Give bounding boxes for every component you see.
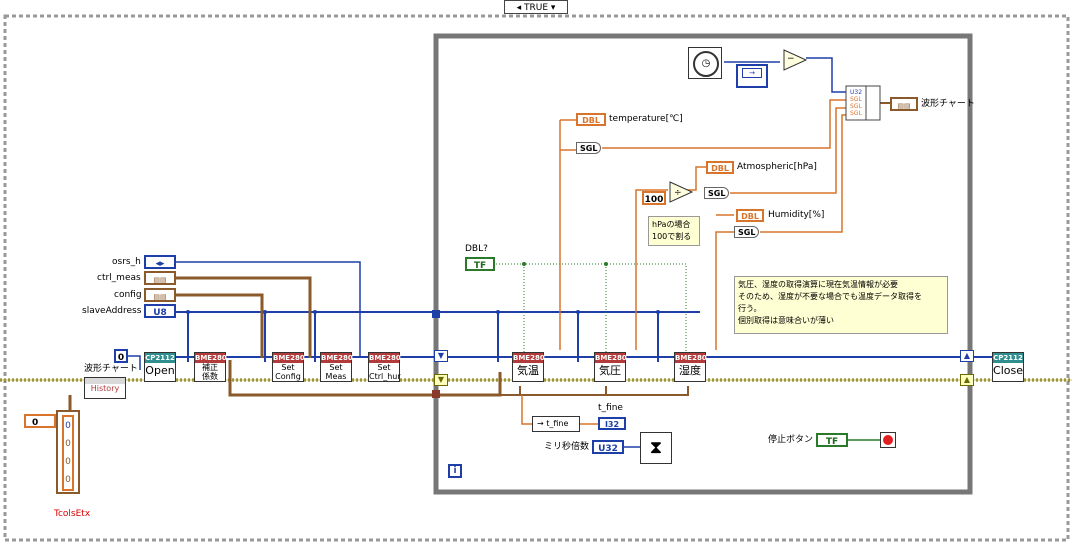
node-label: 気温 [517,364,539,377]
history-property-node[interactable]: History [84,377,126,399]
clock-icon: ◷ [693,51,719,77]
to-sgl-conversion: SGL [704,187,730,199]
dbl-q-control[interactable]: TF [465,257,495,271]
shift-register-feedback-node[interactable]: → [736,64,768,88]
case-structure-frame [3,14,1070,542]
shift-register-left-icon[interactable]: ▼ [434,374,448,386]
stop-condition-terminal[interactable] [880,432,896,448]
pressure-node[interactable]: BME280 気圧 [594,352,627,382]
bundle-element: SGL [850,96,862,103]
t-fine-label: t_fine [598,403,623,413]
t-fine-element: t_fine [546,419,569,428]
node-header: BME280 [195,353,227,363]
divide-icon: ÷ [674,188,682,198]
shift-register-right-icon[interactable]: ▲ [960,374,974,386]
node-header: CP2112 [145,353,175,363]
set-ctrl-hum-node[interactable]: BME280 Set Ctrl_hur [368,352,401,382]
temperature-node[interactable]: BME280 気温 [512,352,545,382]
divide-note: hPaの場合 100で割る [648,216,700,246]
set-config-node[interactable]: BME280 Set Config [272,352,305,382]
atmospheric-label: Atmospheric[hPa] [737,162,817,172]
metronome-icon[interactable]: ⧗ [640,432,672,464]
osrs-h-label: osrs_h [112,257,141,267]
t-fine-unbundle[interactable]: → t_fine [532,416,580,432]
while-loop-frame [433,33,973,495]
humidity-node[interactable]: BME280 湿度 [674,352,707,382]
node-label: Close [993,364,1023,377]
node-header: BME280 [675,353,707,363]
stop-icon [883,435,893,445]
node-label: 気圧 [599,364,621,377]
property-node-header [85,378,125,384]
osrs-h-control[interactable]: ◂▸ [144,255,176,269]
dbl-q-label: DBL? [465,244,488,254]
atmospheric-indicator: DBL [706,161,734,174]
node-header: BME280 [513,353,545,363]
node-label: 補正 係数 [202,363,218,381]
wait-control[interactable]: U32 [592,440,624,454]
subtract-icon: − [787,54,795,64]
ctrl-meas-label: ctrl_meas [97,273,141,283]
config-label: config [114,290,142,300]
array-element: 0 [65,421,71,431]
node-label: Open [145,364,175,377]
set-meas-node[interactable]: BME280 Set Meas [320,352,353,382]
history-property: History [90,384,120,393]
shift-register-left-icon[interactable]: ▼ [434,350,448,362]
node-label: 湿度 [679,364,701,377]
hundred-constant[interactable]: 100 [642,191,666,205]
to-sgl-conversion: SGL [576,142,602,154]
open-node[interactable]: CP2112 Open [144,352,176,382]
array-element: 0 [65,439,71,449]
ctrl-meas-control[interactable]: ▤▤ [144,271,176,285]
array-constant[interactable]: 0 0 0 0 [56,410,80,494]
waveform-chart-label: 波形チャート [921,99,975,109]
case-selector[interactable]: ◂ TRUE ▾ [504,0,568,14]
wait-label: ミリ秒倍数 [544,442,590,452]
tcls-label: TcolsEtx [54,509,91,519]
waveform-chart-indicator: ▤▤ [890,97,918,111]
temperature-indicator: DBL [576,113,606,126]
stop-button-control[interactable]: TF [816,433,848,447]
slave-address-label: slaveAddress [82,306,142,316]
zero-constant[interactable]: 0 [114,349,128,363]
config-control[interactable]: ▤▤ [144,288,176,302]
feedback-arrow-icon: → [742,68,762,78]
case-selector-left-arrow[interactable]: ◂ [516,3,522,13]
node-header: BME280 [321,353,353,363]
iteration-terminal: i [448,464,462,478]
tick-count-node[interactable]: ◷ [688,47,722,79]
node-header: CP2112 [993,353,1023,363]
node-header: BME280 [273,353,305,363]
close-node[interactable]: CP2112 Close [992,352,1024,382]
case-selector-value: TRUE [523,3,549,13]
zero-numeric-constant[interactable]: 0 [24,414,56,428]
arrow-icon: → [537,419,544,428]
to-sgl-conversion: SGL [734,226,760,238]
chart-ref-label: 波形チャート [84,364,138,374]
array-elements: 0 0 0 0 [62,415,74,491]
array-element: 0 [65,457,71,467]
stop-label: 停止ボタン [768,435,814,445]
comment-note: 気圧、湿度の取得演算に現在気温情報が必要 そのため、湿度が不要な場合でも温度デー… [734,276,948,334]
node-label: Set Meas [325,363,347,381]
temperature-label: temperature[℃] [609,114,683,124]
array-element: 0 [65,475,71,485]
bundle-element: SGL [850,110,862,117]
node-header: BME280 [369,353,401,363]
bundle-element: SGL [850,103,862,110]
t-fine-indicator: I32 [598,417,626,430]
bundle-element: U32 [850,89,863,96]
node-header: BME280 [595,353,627,363]
hosei-node[interactable]: BME280 補正 係数 [194,352,227,382]
node-label: Set Config [275,363,301,381]
case-selector-dropdown-icon[interactable]: ▾ [550,3,556,13]
slave-address-control[interactable]: U8 [144,304,176,318]
shift-register-right-icon[interactable]: ▲ [960,350,974,362]
humidity-label: Humidity[%] [768,210,825,220]
humidity-indicator: DBL [736,209,764,222]
node-label: Set Ctrl_hur [369,363,401,381]
